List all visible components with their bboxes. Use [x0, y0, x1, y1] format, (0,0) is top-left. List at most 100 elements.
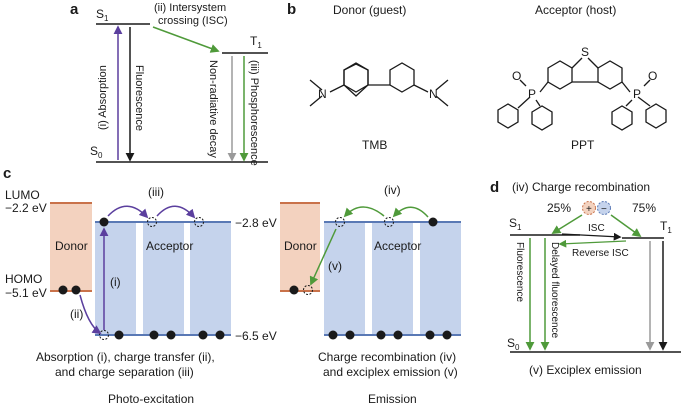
lumo-label: LUMO: [5, 188, 40, 202]
d-s0-label: S0: [507, 336, 520, 352]
donor-box-left: [50, 203, 92, 291]
step-iii-label: (iii): [148, 185, 164, 199]
acceptor-electron-r6: [442, 330, 452, 340]
donor-electron-right: [289, 285, 299, 295]
panel-b: b Donor (guest) Acceptor (host) N N TMB: [287, 1, 667, 152]
acceptor-hole-left: [99, 330, 109, 340]
plus-sign: +: [586, 204, 592, 215]
ppt-o-left: O: [512, 69, 521, 83]
step-ii-label: (ii): [70, 307, 83, 321]
lumo-value: −2.2 eV: [5, 201, 47, 215]
empty-site-1: [147, 217, 157, 227]
empty-site-r1: [335, 217, 345, 227]
acceptor-electron-r5: [425, 330, 435, 340]
caption-left-2: and charge separation (iii): [55, 365, 194, 379]
homo-label: HOMO: [5, 272, 42, 286]
acceptor-electron-l4: [198, 330, 208, 340]
panel-d: d (iv) Charge recombination 25% 75% + − …: [490, 179, 681, 377]
footer-left: Photo-excitation: [108, 392, 194, 406]
nonradiative-label: Non-radiative decay: [207, 60, 219, 158]
minus-sign: −: [601, 204, 607, 215]
pct-triplet: 75%: [632, 201, 656, 215]
fluorescence-label: Fluorescence: [133, 65, 145, 131]
minus-charge: [597, 201, 611, 215]
tmb-structure: [309, 62, 449, 107]
d-reverse-isc-label: Reverse ISC: [572, 248, 629, 259]
ppt-o-right: O: [648, 69, 657, 83]
acceptor-box-right-1: [324, 222, 365, 335]
acceptor-electron-l3: [166, 330, 176, 340]
acceptor-electron-l2: [149, 330, 159, 340]
homo-value: −5.1 eV: [5, 286, 47, 300]
ppt-p-right: P: [633, 87, 641, 101]
step-v-label: (v): [328, 259, 342, 273]
acceptor-electron-l5: [215, 330, 225, 340]
acceptor-text-right: Acceptor: [374, 239, 421, 253]
acceptor-electron-r3: [376, 330, 386, 340]
d-reverse-isc-arrow: [558, 239, 627, 248]
caption-mid-1: Charge recombination (iv): [318, 350, 456, 364]
donor-hole-electron-1: [58, 285, 68, 295]
d-t1-label: T1: [660, 219, 672, 235]
acceptor-title: Acceptor (host): [535, 3, 616, 17]
panel-a-letter: a: [70, 1, 79, 18]
footer-mid: Emission: [368, 392, 417, 406]
donor-text-left: Donor: [55, 239, 88, 253]
acceptor-box-left-1: [95, 222, 136, 335]
donor-text-right: Donor: [284, 239, 317, 253]
step-iv-label: (iv): [384, 183, 401, 197]
acceptor-box-right-2: [372, 222, 413, 335]
acceptor-box-right-3: [420, 222, 461, 335]
isc-label-1: (ii) Intersystem: [154, 2, 226, 14]
pct-singlet: 25%: [547, 201, 571, 215]
plus-charge: [582, 201, 596, 215]
charge-transfer-arrow: [79, 294, 102, 334]
empty-site-r2: [384, 217, 394, 227]
ppt-name: PPT: [571, 138, 595, 152]
recombination-arrow-2: [343, 206, 385, 218]
acceptor-electron-r4: [393, 330, 403, 340]
ppt-structure: [497, 57, 667, 131]
acceptor-box-left-3: [190, 222, 231, 335]
d-fluorescence-label: Fluorescence: [514, 242, 525, 302]
phosphorescence-label: (iii) Phosphorescence: [248, 60, 260, 166]
donor-hole-right: [303, 285, 313, 295]
excited-electron: [99, 217, 109, 227]
tmb-n-left: N: [318, 87, 327, 101]
s0-label: S0: [90, 144, 103, 160]
acceptor-electron-r1: [328, 330, 338, 340]
panel-c: c LUMO −2.2 eV HOMO −5.1 eV Donor Accept…: [3, 165, 461, 406]
to-singlet-arrow: [551, 214, 583, 234]
to-triplet-arrow: [610, 214, 642, 238]
isc-arrow: [152, 26, 220, 53]
panel-b-letter: b: [287, 1, 296, 18]
caption-left-1: Absorption (i), charge transfer (ii),: [36, 350, 215, 364]
step-i-label: (i): [110, 275, 121, 289]
s1-label: S1: [96, 7, 109, 23]
panel-d-letter: d: [490, 179, 499, 196]
ppt-s-atom: S: [581, 45, 589, 59]
d-footer: (v) Exciplex emission: [529, 363, 642, 377]
tmb-name: TMB: [362, 138, 387, 152]
d-s1-label: S1: [509, 216, 522, 232]
t1-label: T1: [250, 34, 262, 50]
panel-c-letter: c: [3, 165, 11, 182]
empty-site-2: [194, 217, 204, 227]
exciplex-emission-arrow: [309, 228, 337, 286]
tmb-n-right: N: [429, 87, 438, 101]
caption-mid-2: and exciplex emission (v): [323, 365, 458, 379]
panel-a: a S1 S0 T1 (ii) Intersystem crossing (IS…: [70, 1, 268, 166]
electron-r3: [428, 217, 438, 227]
d-isc-label: ISC: [588, 223, 605, 234]
donor-title: Donor (guest): [333, 3, 406, 17]
acceptor-box-left-2: [143, 222, 184, 335]
panel-d-title: (iv) Charge recombination: [512, 180, 650, 194]
separation-arrow-1: [107, 205, 149, 219]
donor-hole-electron-2: [71, 285, 81, 295]
recombination-arrow-1: [392, 206, 429, 218]
separation-arrow-2: [156, 205, 196, 219]
acceptor-homo-value: −6.5 eV: [235, 329, 277, 343]
acceptor-electron-l1: [114, 330, 124, 340]
acceptor-lumo-value: −2.8 eV: [235, 216, 277, 230]
